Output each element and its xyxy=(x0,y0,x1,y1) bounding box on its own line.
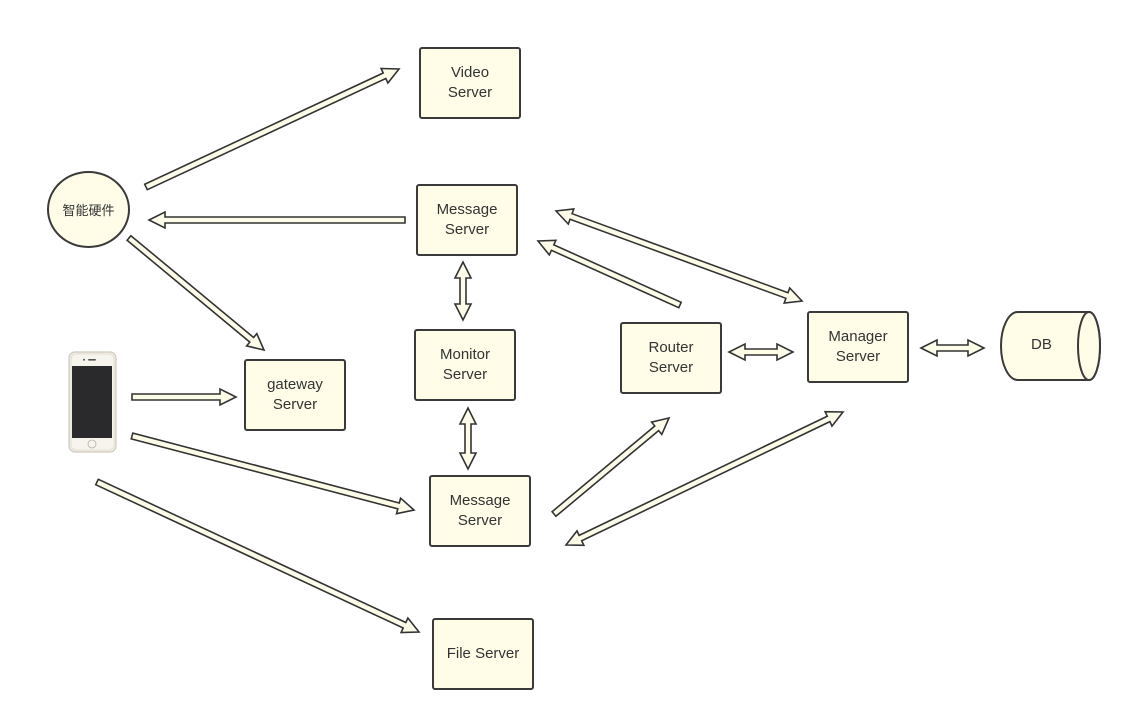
arrow-smart-hardware-to-gateway-server xyxy=(125,234,266,352)
router-server-node: Router Server xyxy=(620,322,722,394)
arrow-message-server-top-to-monitor-server xyxy=(453,260,473,322)
db-cylinder xyxy=(1000,311,1101,381)
arrow-message-server-bottom-to-router-server xyxy=(550,416,671,518)
arrow-message-server-top-to-manager-server xyxy=(554,208,804,304)
arrow-manager-server-to-db xyxy=(919,338,986,358)
manager-server-node: Manager Server xyxy=(807,311,909,383)
gateway-server-node: gateway Server xyxy=(244,359,346,431)
video-server-node: Video Server xyxy=(419,47,521,119)
arrow-smart-hardware-to-video-server xyxy=(143,67,401,191)
arrow-monitor-server-to-message-server-bottom xyxy=(458,406,478,471)
arrow-router-server-to-message-server-top xyxy=(536,239,683,309)
message-server-top-node: Message Server xyxy=(416,184,518,256)
arrow-message-server-top-to-smart-hardware xyxy=(147,210,406,230)
arrow-phone-to-file-server xyxy=(94,478,421,634)
arrow-message-server-bottom-to-manager-server xyxy=(564,410,845,547)
smartphone-icon xyxy=(68,351,117,453)
arrow-router-server-to-manager-server xyxy=(727,342,795,362)
arrow-phone-to-message-server-bottom xyxy=(130,432,416,515)
db-label: DB xyxy=(1031,336,1052,353)
arrow-phone-to-gateway-server xyxy=(131,387,238,407)
message-server-bottom-node: Message Server xyxy=(429,475,531,547)
file-server-node: File Server xyxy=(432,618,534,690)
smart-hardware-node: 智能硬件 xyxy=(47,171,130,248)
monitor-server-node: Monitor Server xyxy=(414,329,516,401)
